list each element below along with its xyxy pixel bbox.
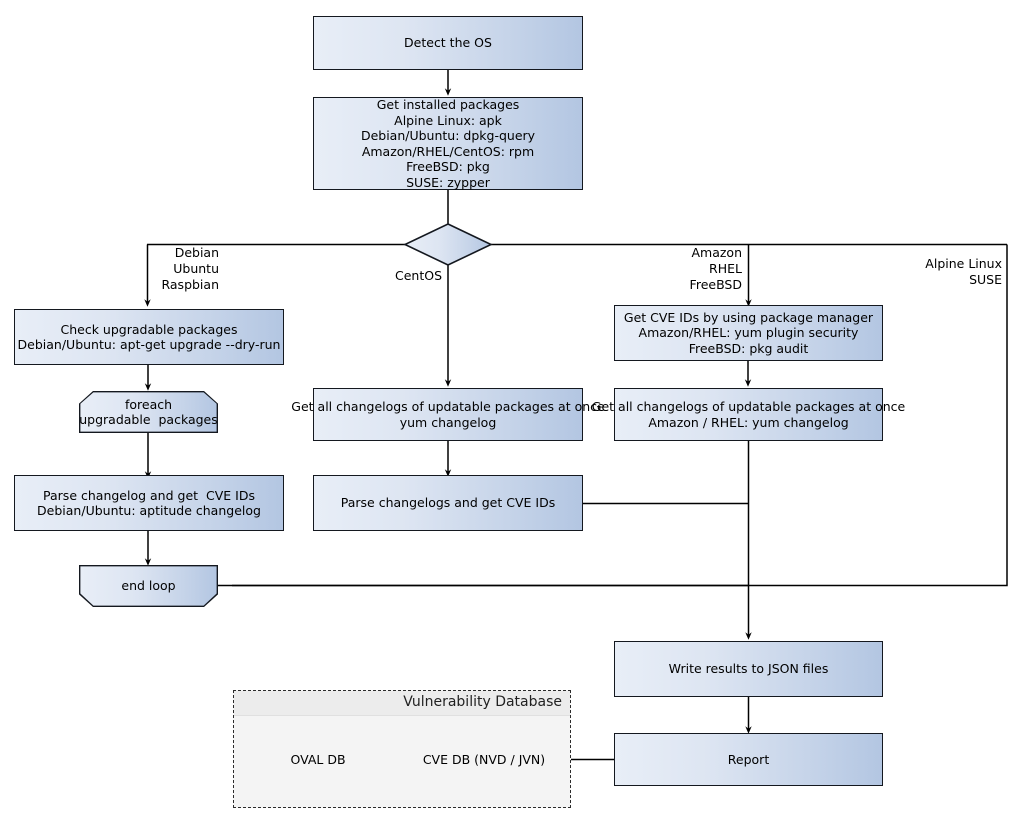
group-title-bar xyxy=(234,691,570,716)
node-get-cve-package-manager[interactable]: Get CVE IDs by using package manager Ama… xyxy=(614,305,883,361)
node-foreach-loop[interactable]: foreach upgradable packages xyxy=(79,391,218,433)
node-changelogs-centos-label: Get all changelogs of updatable packages… xyxy=(291,399,605,430)
node-check-upgradable[interactable]: Check upgradable packages Debian/Ubuntu:… xyxy=(14,309,284,365)
group-title: Vulnerability Database xyxy=(403,694,562,710)
edge-label-amazon: Amazon RHEL FreeBSD xyxy=(689,245,742,292)
oval-db-label: OVAL DB xyxy=(290,752,346,767)
node-parse-changelogs-centos[interactable]: Parse changelogs and get CVE IDs xyxy=(313,475,583,531)
edge-label-centos: CentOS xyxy=(394,268,442,283)
cve-db-label: CVE DB (NVD / JVN) xyxy=(422,752,546,767)
edge-label-alpine: Alpine Linux SUSE xyxy=(925,256,1002,287)
node-end-loop-label: end loop xyxy=(121,578,176,594)
node-changelogs-centos[interactable]: Get all changelogs of updatable packages… xyxy=(291,388,605,441)
vulnerability-database-group: Vulnerability Database xyxy=(233,690,571,808)
node-get-installed-packages-label: Get installed packages Alpine Linux: apk… xyxy=(360,97,536,190)
node-write-results[interactable]: Write results to JSON files xyxy=(614,641,883,697)
node-changelogs-rhel[interactable]: Get all changelogs of updatable packages… xyxy=(592,388,905,441)
node-parse-changelog-debian-label: Parse changelog and get CVE IDs Debian/U… xyxy=(37,487,261,519)
node-report-label: Report xyxy=(727,751,770,767)
node-get-cve-package-manager-label: Get CVE IDs by using package manager Ama… xyxy=(623,309,874,356)
node-detect-os[interactable]: Detect the OS xyxy=(313,16,583,70)
node-parse-changelogs-centos-label: Parse changelogs and get CVE IDs xyxy=(340,495,556,511)
node-report[interactable]: Report xyxy=(614,733,883,786)
node-changelogs-rhel-label: Get all changelogs of updatable packages… xyxy=(591,399,906,430)
node-detect-os-label: Detect the OS xyxy=(404,35,492,51)
node-foreach-loop-label: foreach upgradable packages xyxy=(79,396,218,427)
decision-diamond xyxy=(403,223,493,266)
node-parse-changelog-debian[interactable]: Parse changelog and get CVE IDs Debian/U… xyxy=(14,475,284,531)
edge-label-debian: Debian Ubuntu Raspbian xyxy=(161,245,219,292)
node-write-results-label: Write results to JSON files xyxy=(668,661,829,677)
node-get-installed-packages[interactable]: Get installed packages Alpine Linux: apk… xyxy=(313,97,583,190)
node-check-upgradable-label: Check upgradable packages Debian/Ubuntu:… xyxy=(17,321,281,353)
node-end-loop[interactable]: end loop xyxy=(79,565,218,607)
